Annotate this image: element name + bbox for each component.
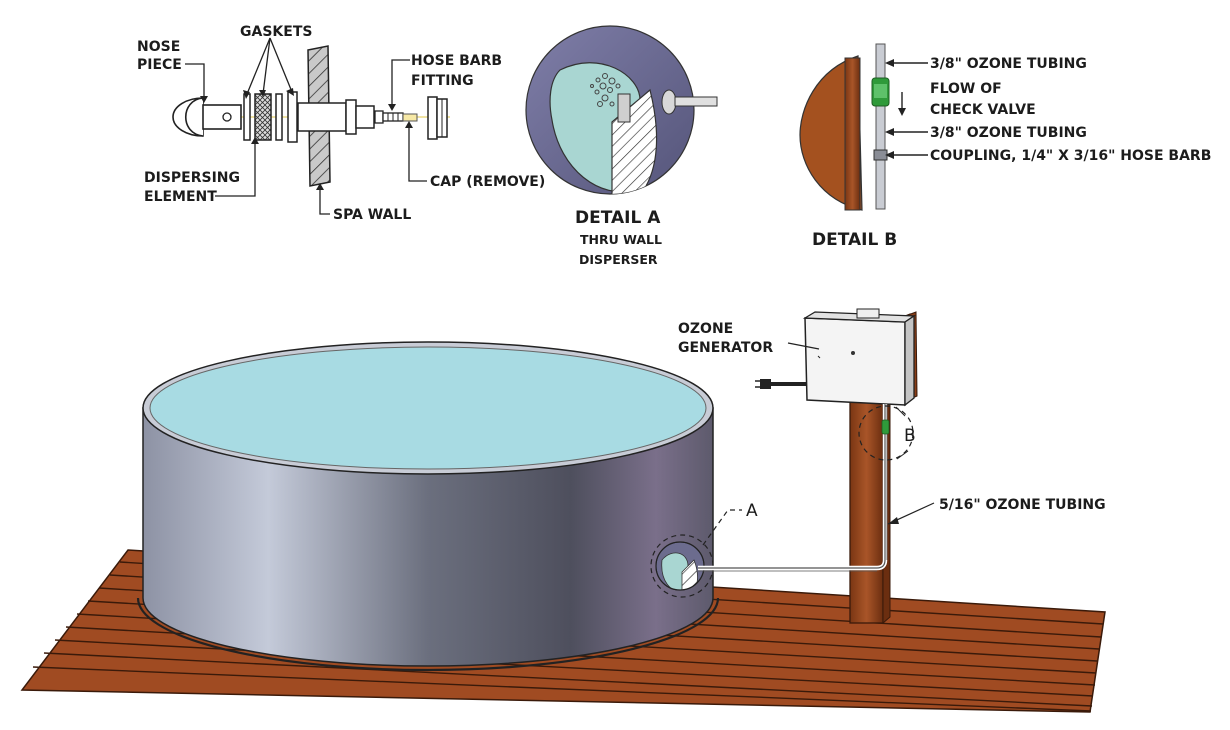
label-ozone-generator-2: GENERATOR <box>678 340 773 356</box>
label-spa-wall: SPA WALL <box>333 207 411 223</box>
label-hose-barb-1: HOSE BARB <box>411 53 502 69</box>
gasket-3 <box>287 91 298 143</box>
label-coupling: COUPLING, 1/4" X 3/16" HOSE BARB <box>930 148 1211 164</box>
tub-base-rim <box>136 597 720 672</box>
hose-barb-fitting <box>374 110 404 124</box>
label-tubing-top: 3/8" OZONE TUBING <box>930 56 1087 72</box>
ozone-tubing-run: B 5/16" OZONE TUBING <box>698 404 1106 572</box>
check-valve <box>881 419 890 435</box>
callout-b: B <box>904 426 916 446</box>
leader-lines <box>185 37 427 215</box>
detail-a-bubbles <box>590 73 621 107</box>
leader-arrowheads <box>200 88 413 190</box>
nose-piece-body <box>202 104 242 130</box>
thru-wall-body <box>297 102 347 132</box>
detail-b: 3/8" OZONE TUBING FLOW OF CHECK VALVE 3/… <box>799 43 1211 250</box>
label-flow-1: FLOW OF <box>930 81 1002 97</box>
detail-b-post <box>844 57 861 211</box>
nose-piece-dome <box>185 97 204 137</box>
power-plug <box>760 379 771 389</box>
label-dispersing-1: DISPERSING <box>144 170 240 186</box>
thru-wall-nipple <box>355 105 375 129</box>
gasket-2 <box>275 93 283 141</box>
cap <box>402 113 418 122</box>
gasket-1 <box>243 93 251 141</box>
detail-a-subtitle-2: DISPERSER <box>579 252 658 267</box>
detail-a-subtitle-1: THRU WALL <box>580 232 662 247</box>
generator-handle <box>856 308 880 319</box>
dispersing-element <box>254 93 272 141</box>
detail-a-nut <box>661 89 677 115</box>
label-nose-piece-2: PIECE <box>137 57 182 73</box>
generator-face <box>804 317 906 406</box>
tub-water <box>149 346 707 470</box>
detail-a-title: DETAIL A <box>575 208 661 228</box>
detail-a: DETAIL A THRU WALL DISPERSER <box>525 25 718 267</box>
nose-piece-hole <box>222 112 232 122</box>
label-tubing-mid: 3/8" OZONE TUBING <box>930 125 1087 141</box>
label-ozone-generator-1: OZONE <box>678 321 733 337</box>
exploded-fitting-assembly: NOSE PIECE GASKETS HOSE BARB FITTING DIS… <box>137 24 545 223</box>
label-nose-piece-1: NOSE <box>137 39 180 55</box>
ozone-generator: OZONE GENERATOR <box>678 308 917 407</box>
detail-b-marker <box>858 405 914 461</box>
lock-nut <box>427 96 438 140</box>
label-gaskets: GASKETS <box>240 24 312 40</box>
callout-a: A <box>746 501 758 521</box>
detail-b-tubing <box>875 43 886 210</box>
label-cap: CAP (REMOVE) <box>430 174 545 190</box>
generator-side <box>904 314 915 407</box>
thru-wall-flange <box>345 99 357 135</box>
detail-a-fitting <box>617 93 631 123</box>
detail-b-leaders <box>887 62 928 156</box>
tub-detail-a-marker: A <box>650 501 758 598</box>
label-flow-2: CHECK VALVE <box>930 102 1036 118</box>
label-tubing-main: 5/16" OZONE TUBING <box>939 497 1106 513</box>
spa-tub <box>136 341 720 672</box>
generator-indicator <box>851 351 855 355</box>
tub-wall <box>142 407 714 667</box>
label-dispersing-2: ELEMENT <box>144 189 217 205</box>
label-hose-barb-2: FITTING <box>411 73 474 89</box>
detail-b-title: DETAIL B <box>812 230 897 250</box>
